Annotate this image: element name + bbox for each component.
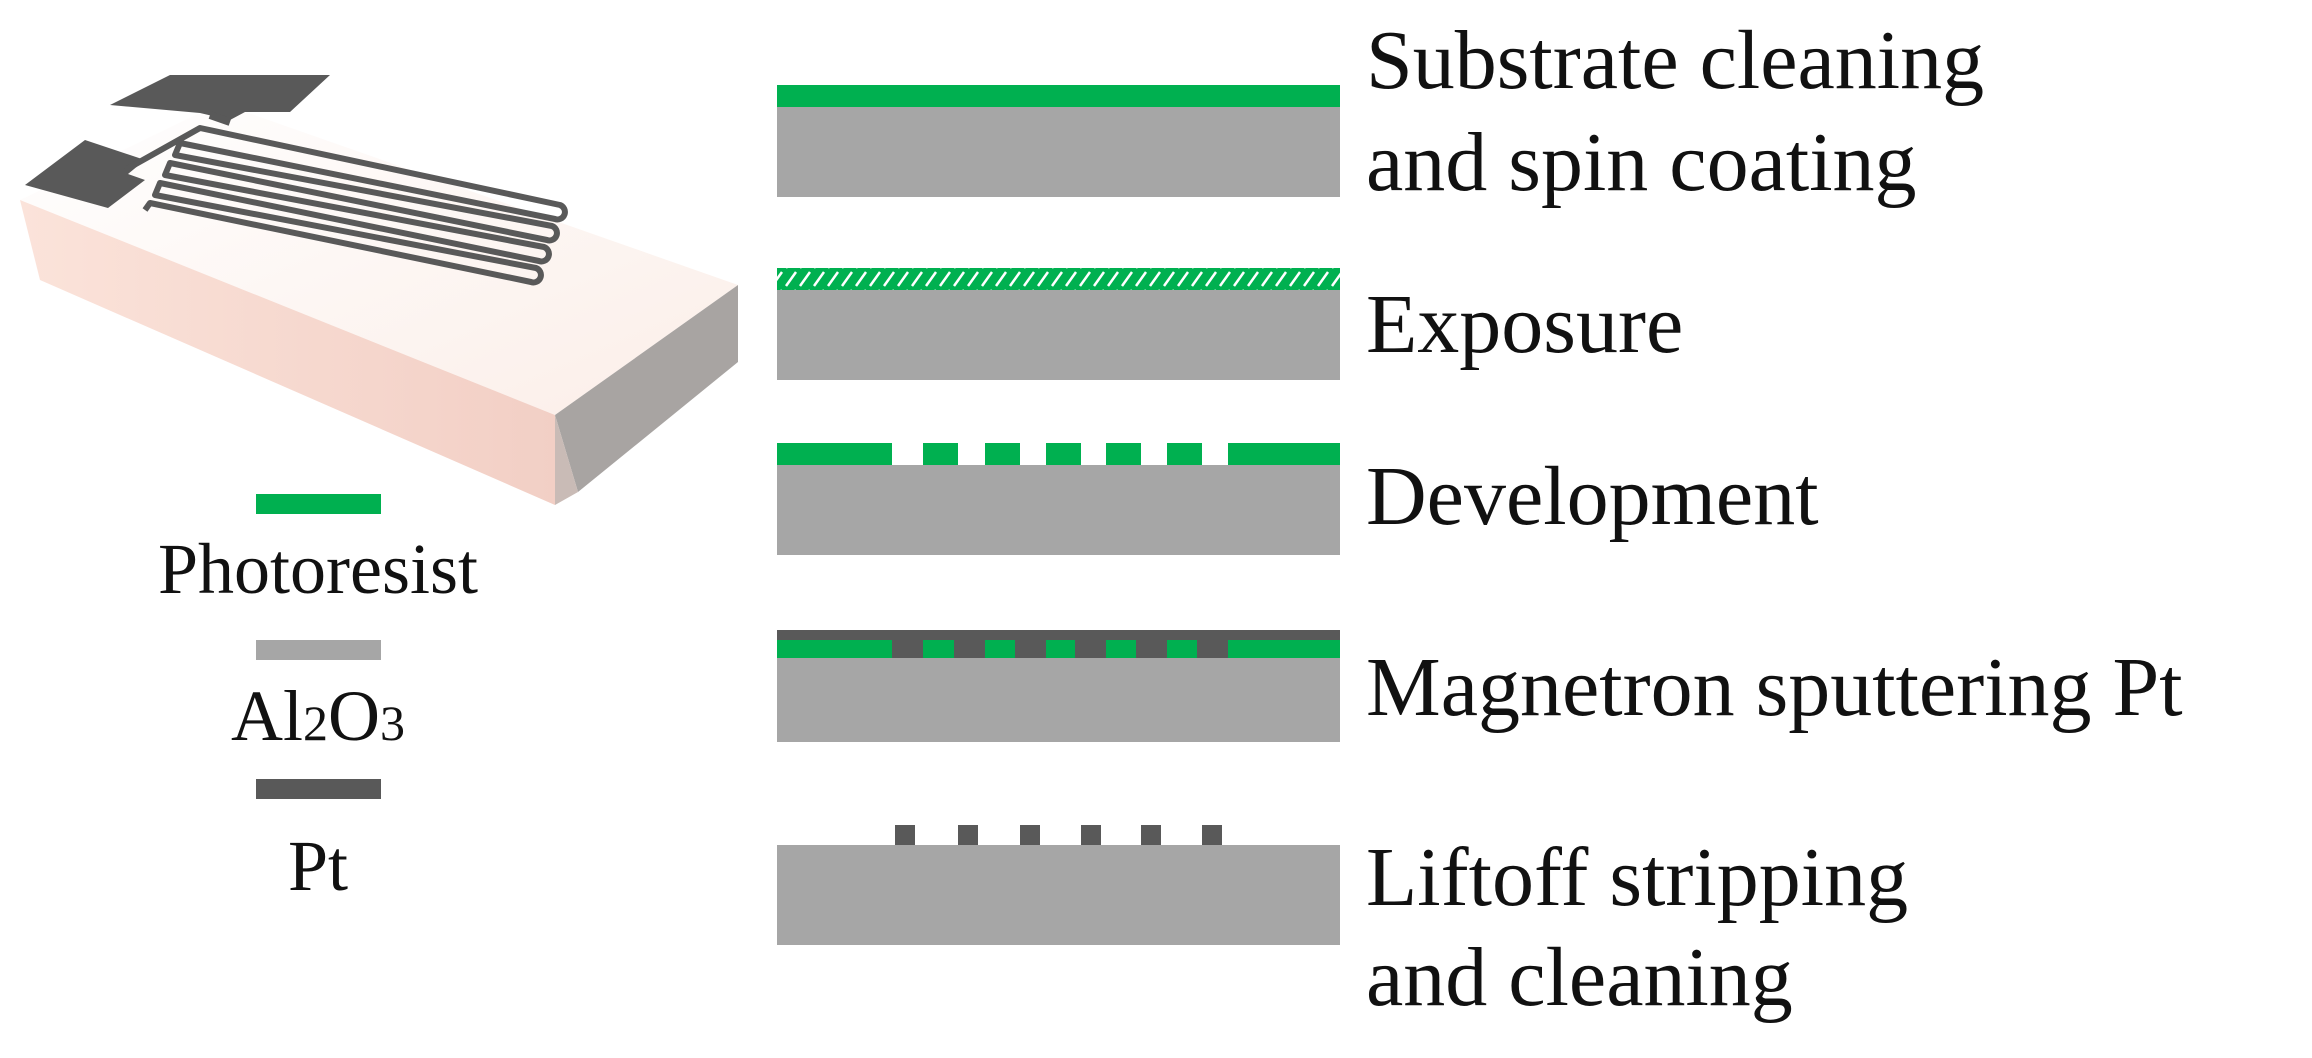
substrate-front-face [20, 200, 555, 505]
step-development: Development [777, 443, 1819, 555]
legend-swatch-pt [256, 779, 381, 799]
legend-label-photoresist: Photoresist [158, 529, 478, 609]
step-label-line: and cleaning [1366, 931, 1793, 1024]
pt-layer [777, 630, 1340, 640]
pt-line [954, 640, 985, 658]
legend: Photoresist Al2O3 Pt [158, 494, 478, 906]
cross-section-lifted [777, 825, 1340, 945]
photoresist-island [923, 640, 954, 658]
pt-line [958, 825, 978, 845]
cross-section-exposed [777, 268, 1340, 380]
step-label-line: Development [1366, 450, 1819, 543]
pt-line [1020, 825, 1040, 845]
photoresist-island [1106, 443, 1141, 465]
cross-section-sputtered [777, 630, 1340, 742]
step-label-line: Liftoff stripping [1366, 831, 1908, 924]
al2o3-substrate [777, 107, 1340, 197]
step-liftoff: Liftoff stripping and cleaning [777, 825, 1908, 1024]
photoresist-block-right [1228, 443, 1340, 465]
photoresist-island [1046, 640, 1075, 658]
exposure-pattern [777, 268, 1340, 290]
cross-section-coated [777, 85, 1340, 197]
al2o3-substrate [777, 465, 1340, 555]
al2o3-substrate [777, 658, 1340, 742]
pt-line [1202, 825, 1222, 845]
legend-label-al2o3: Al2O3 [231, 676, 405, 756]
legend-label-pt: Pt [288, 826, 348, 906]
photoresist-island [1167, 640, 1197, 658]
serpentine-trace [123, 125, 568, 286]
photoresist-layer [777, 85, 1340, 107]
photoresist-island [1046, 443, 1081, 465]
device-illustration [20, 75, 738, 505]
trace-link [208, 111, 232, 126]
pt-line [895, 825, 915, 845]
pt-line [1075, 640, 1106, 658]
pt-line [892, 640, 923, 658]
pt-line [1197, 640, 1228, 658]
photoresist-block-right [1228, 640, 1340, 658]
photoresist-block-left [777, 640, 892, 658]
contact-pad-right [110, 75, 330, 120]
cross-section-developed [777, 443, 1340, 555]
step-exposure: Exposure [777, 268, 1683, 380]
substrate-edge [555, 415, 578, 505]
pt-line [1141, 825, 1161, 845]
pt-line [1136, 640, 1167, 658]
step-label-line: Exposure [1366, 278, 1683, 371]
photoresist-block-left [777, 443, 892, 465]
photoresist-island [923, 443, 958, 465]
step-label-line: Magnetron sputtering Pt [1366, 641, 2183, 734]
legend-swatch-al2o3 [256, 640, 381, 660]
photoresist-island [1106, 640, 1136, 658]
pt-serpentine-electrode [25, 75, 568, 286]
step-magnetron-sputtering: Magnetron sputtering Pt [777, 630, 2183, 742]
step-label-line: Substrate cleaning [1366, 14, 1984, 107]
contact-pad-left [25, 140, 145, 208]
pt-line [1015, 640, 1046, 658]
photoresist-island [1167, 443, 1202, 465]
al2o3-substrate [777, 290, 1340, 380]
step-substrate-cleaning: Substrate cleaning and spin coating [777, 14, 1984, 209]
legend-swatch-photoresist [256, 494, 381, 514]
photoresist-island [985, 640, 1015, 658]
step-label-line: and spin coating [1366, 116, 1917, 209]
al2o3-substrate [777, 845, 1340, 945]
process-steps: Substrate cleaning and spin coating Expo… [777, 14, 2183, 1024]
pt-line [1081, 825, 1101, 845]
photoresist-island [985, 443, 1020, 465]
substrate-side-face [555, 285, 738, 492]
